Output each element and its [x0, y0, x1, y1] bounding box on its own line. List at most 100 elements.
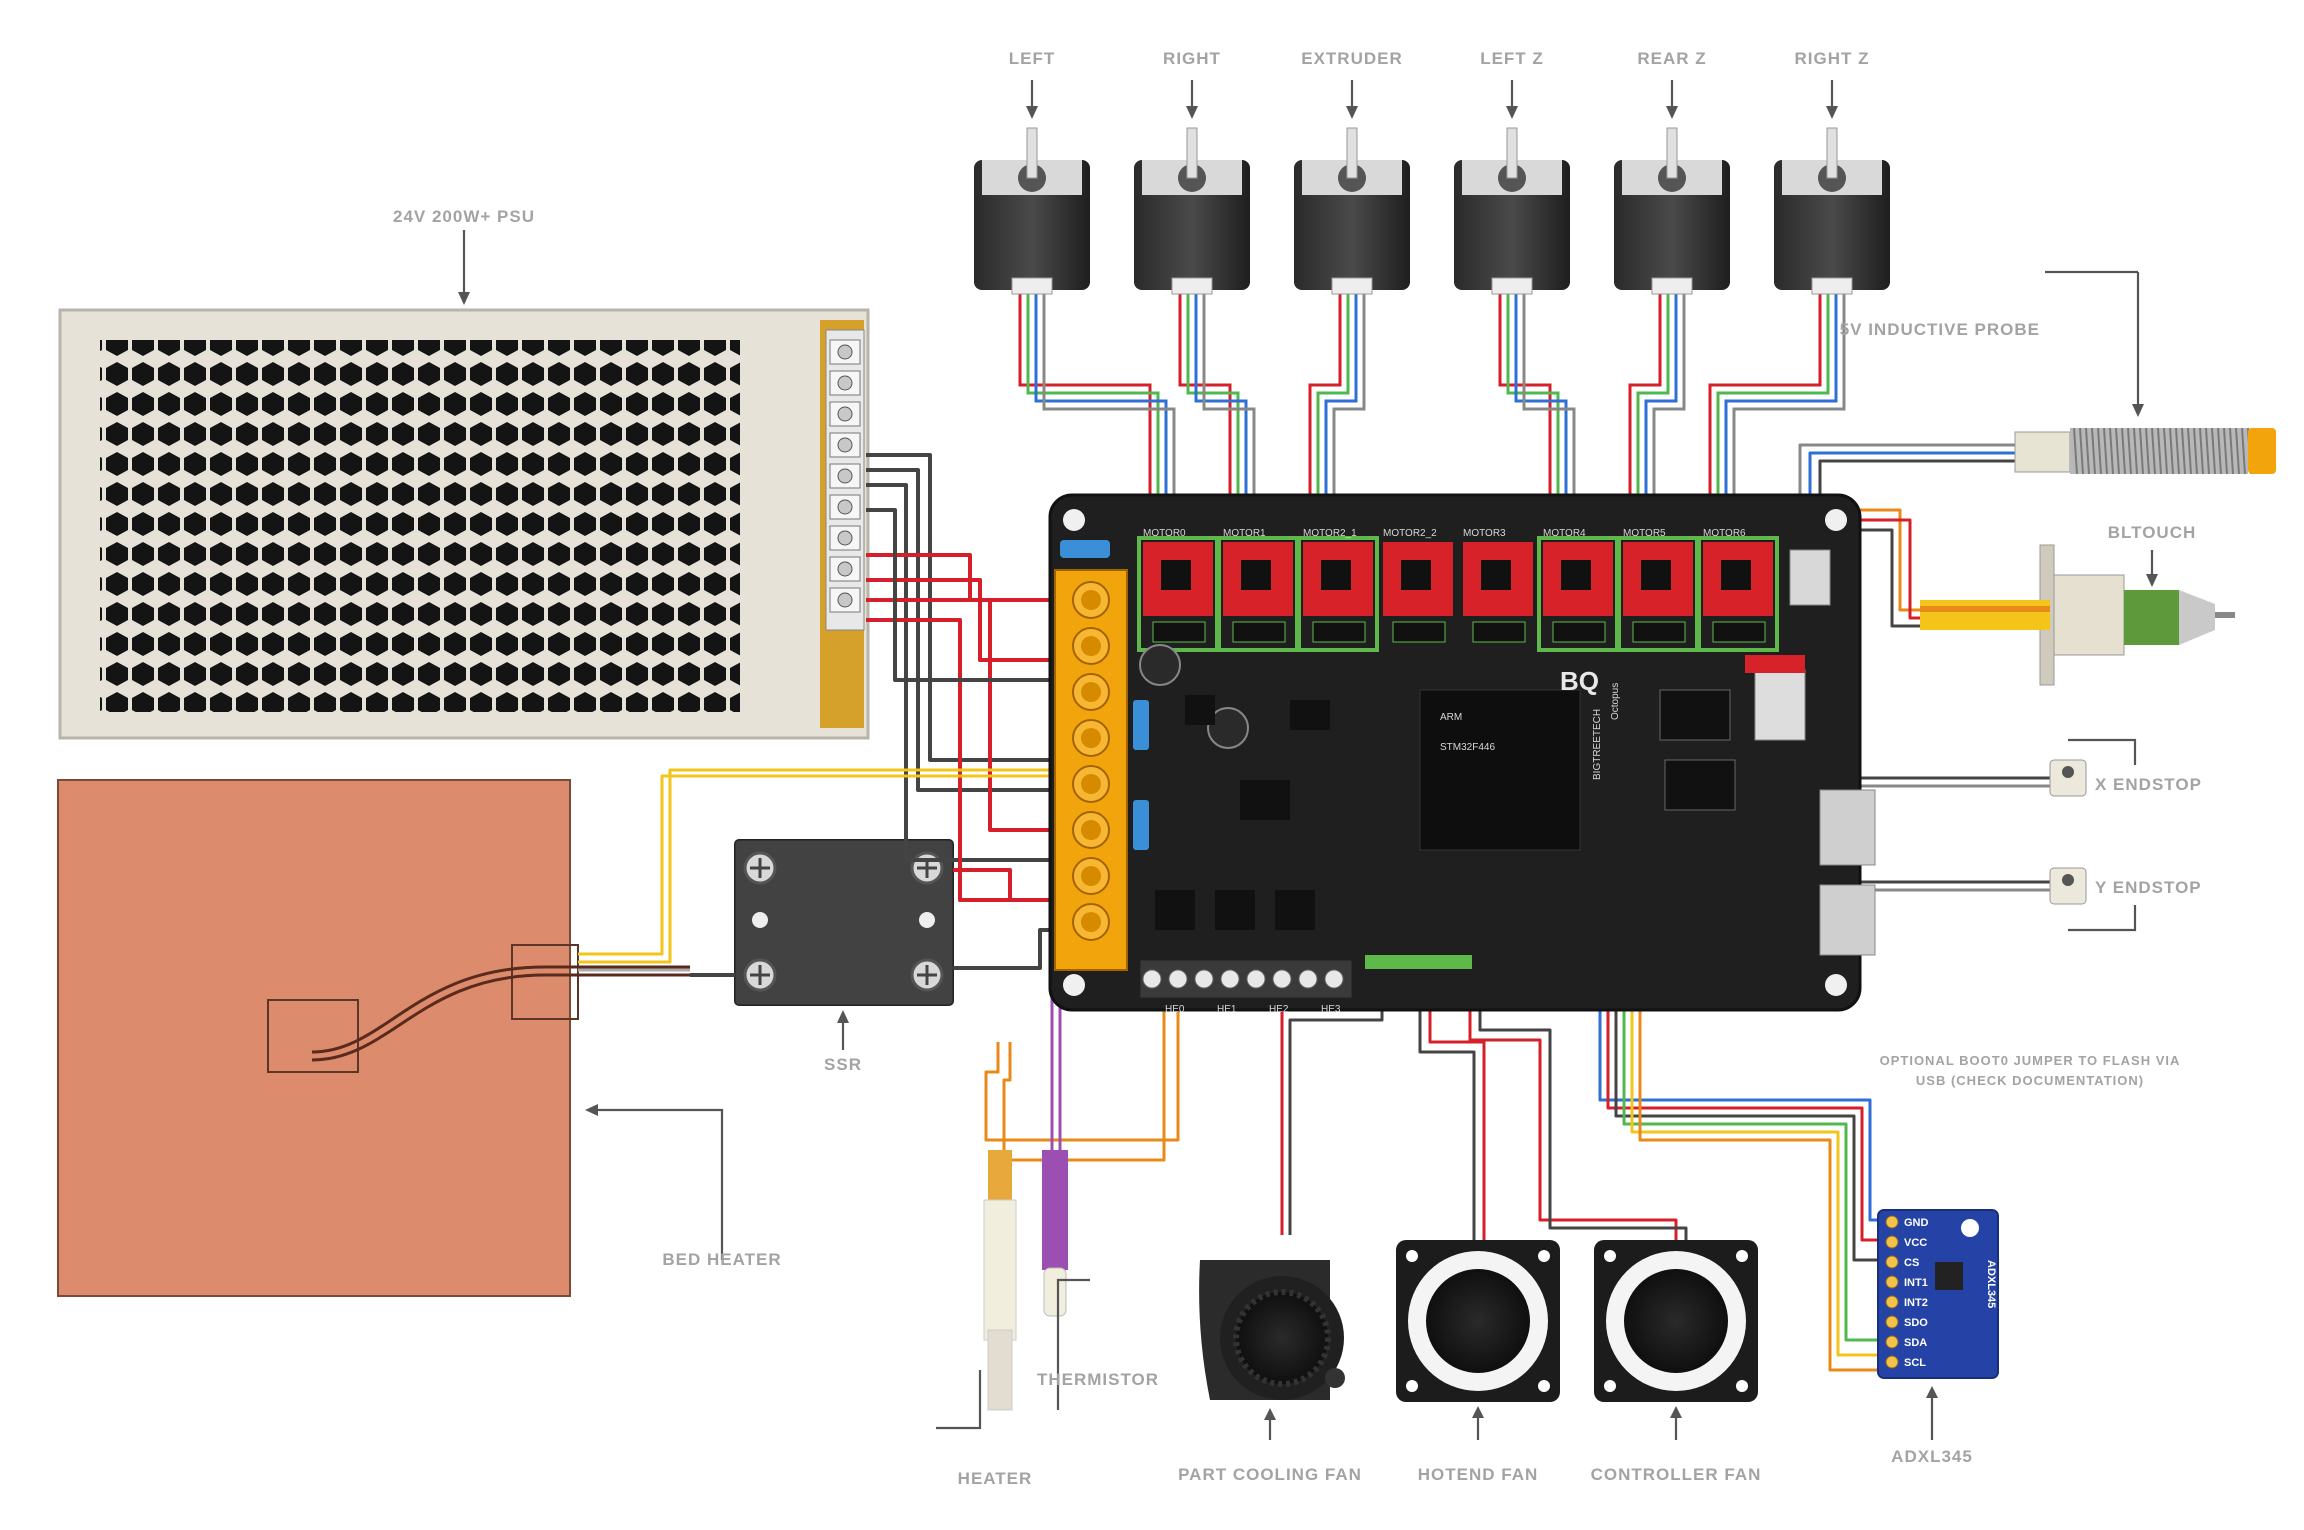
labels: 24V 200W+ PSU BED HEATER SSR 5V INDUCTIV…	[393, 207, 2202, 1488]
probe-thread-line	[2139, 427, 2144, 475]
driver-jumpers	[1232, 621, 1286, 643]
stepper-motor: LEFT	[974, 49, 1090, 295]
adxl-chip-text: ADXL345	[1985, 1260, 1997, 1308]
x-endstop	[2049, 759, 2087, 797]
heater-terminal-screw	[1168, 969, 1188, 989]
terminal-screw-head	[1081, 820, 1101, 840]
psu-terminal-screw	[837, 375, 853, 391]
motor-wire	[1026, 294, 1160, 520]
adxl-pin-pad	[1885, 1255, 1899, 1269]
part-cooling-fan	[1199, 1260, 1345, 1400]
hotend-fan	[1396, 1240, 1560, 1402]
x-endstop-label: X ENDSTOP	[2095, 775, 2202, 794]
driver-jumpers	[1632, 621, 1686, 643]
adxl-pin-pad	[1885, 1215, 1899, 1229]
stepper-motor: RIGHT	[1134, 49, 1250, 295]
psu	[58, 308, 870, 740]
motor-label: EXTRUDER	[1301, 49, 1403, 68]
probe-thread-line	[2163, 427, 2168, 475]
driver-chip	[1241, 560, 1271, 590]
motor-wire	[1332, 294, 1366, 520]
adxl-pin-label: INT1	[1904, 1277, 1928, 1289]
terminal-screw-head	[1081, 774, 1101, 794]
probe-thread-line	[2133, 427, 2138, 475]
adxl-pin-label: SDO	[1904, 1317, 1928, 1329]
adxl-pin-pad	[1885, 1315, 1899, 1329]
probe-thread-line	[2169, 427, 2174, 475]
motor-wire	[1708, 294, 1822, 520]
motor-label: LEFT	[1009, 49, 1056, 68]
callout-arrows	[458, 230, 2158, 1440]
motor-wire	[1194, 294, 1248, 520]
motor-wire	[1628, 294, 1662, 520]
probe-thread-line	[2097, 427, 2102, 475]
mcu-brand: ARM	[1440, 712, 1462, 723]
adxl-pin-label: GND	[1904, 1217, 1929, 1229]
stepper-motor: EXTRUDER	[1294, 49, 1410, 295]
stepper-motor: RIGHT Z	[1774, 49, 1890, 295]
motor-shaft	[1826, 127, 1838, 179]
terminal-screw-head	[1081, 866, 1101, 886]
probe-thread-line	[2193, 427, 2198, 475]
motor-connector	[1651, 277, 1693, 295]
motor-arrowhead	[1026, 106, 1038, 119]
motor-wire	[1732, 294, 1846, 520]
adxl-pin-label: VCC	[1904, 1237, 1927, 1249]
motor-wire	[1018, 294, 1152, 520]
heater-label: HEATER	[958, 1469, 1033, 1488]
driver-jumpers	[1392, 621, 1446, 643]
terminal-screw-head	[1081, 682, 1101, 702]
board-brand: BIGTREETECH	[1592, 709, 1603, 780]
probe-thread-line	[2181, 427, 2186, 475]
adxl-label: ADXL345	[1891, 1447, 1973, 1466]
probe-thread-line	[2223, 427, 2228, 475]
motor-wire	[1308, 294, 1342, 520]
motor-wire	[1324, 294, 1358, 520]
adxl-pin-pad	[1885, 1295, 1899, 1309]
hotend-heater-cartridge	[983, 1150, 1017, 1411]
motor-wire	[1034, 294, 1168, 520]
driver-jumpers	[1472, 621, 1526, 643]
ssr-label: SSR	[824, 1055, 862, 1074]
motor-connector	[1171, 277, 1213, 295]
hotend-fan-label: HOTEND FAN	[1418, 1465, 1539, 1484]
bltouch-label: BLTOUCH	[2108, 523, 2197, 542]
motor-wire	[1202, 294, 1256, 520]
probe-thread-line	[2205, 427, 2210, 475]
ssr	[734, 839, 954, 1006]
driver-chip	[1481, 560, 1511, 590]
psu-terminal-screw	[837, 468, 853, 484]
motor-port-label: MOTOR5	[1623, 528, 1666, 539]
controller-fan	[1594, 1240, 1758, 1402]
driver-chip	[1321, 560, 1351, 590]
heater-terminal-screw	[1324, 969, 1344, 989]
driver-highlight	[1697, 536, 1779, 652]
y-endstop-label: Y ENDSTOP	[2095, 878, 2202, 897]
y-endstop	[2049, 867, 2087, 905]
probe-thread-line	[2109, 427, 2114, 475]
motor-arrowhead	[1186, 106, 1198, 119]
motor-wire	[1522, 294, 1576, 520]
motor-label: LEFT Z	[1480, 49, 1544, 68]
probe-thread-line	[2145, 427, 2150, 475]
boot-note-line2: USB (CHECK DOCUMENTATION)	[1916, 1073, 2144, 1088]
driver-jumpers	[1712, 621, 1766, 643]
motor-wire	[1724, 294, 1838, 520]
probe-thread-line	[2217, 427, 2222, 475]
motor-wire	[1316, 294, 1350, 520]
probe-thread-line	[2115, 427, 2120, 475]
motor-port-label: MOTOR4	[1543, 528, 1586, 539]
boot-note-line1: OPTIONAL BOOT0 JUMPER TO FLASH VIA	[1880, 1053, 2181, 1068]
motor-wire	[1652, 294, 1686, 520]
psu-terminal-screw	[837, 499, 853, 515]
driver-chip	[1401, 560, 1431, 590]
motor-wire	[1186, 294, 1240, 520]
adxl-pin-pad	[1885, 1355, 1899, 1369]
heater-terminal-screws	[1142, 969, 1344, 989]
motor-wire	[1506, 294, 1560, 520]
motor-port-label: MOTOR0	[1143, 528, 1186, 539]
stepper-motor: LEFT Z	[1454, 49, 1570, 295]
